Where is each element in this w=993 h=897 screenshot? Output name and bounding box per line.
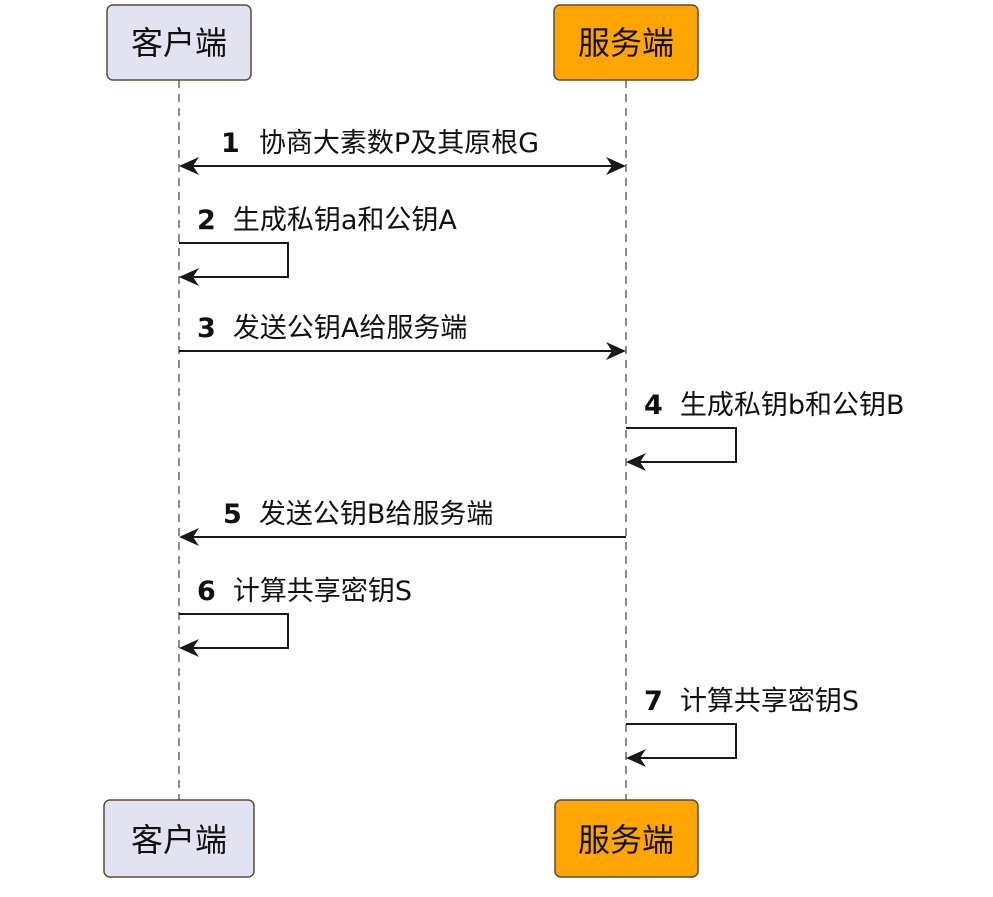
message-3: 3 发送公钥A给服务端 [179, 313, 626, 360]
participant-client-top: 客户端 [106, 4, 252, 81]
participant-label: 服务端 [578, 24, 674, 62]
message-label: 7 计算共享密钥S [644, 686, 859, 717]
participant-box [103, 799, 255, 878]
self-message-arrow [626, 723, 737, 767]
message-7: 7 计算共享密钥S [626, 686, 859, 767]
participant-label: 客户端 [131, 821, 227, 859]
message-text: 计算共享密钥S [233, 576, 412, 607]
participant-client-bottom: 客户端 [103, 799, 255, 878]
message-text: 协商大素数P及其原根G [259, 128, 539, 159]
message-number: 6 [197, 576, 216, 607]
message-label: 6 计算共享密钥S [197, 576, 412, 607]
participant-label: 客户端 [131, 24, 227, 62]
participant-label: 服务端 [578, 821, 674, 859]
message-label: 3 发送公钥A给服务端 [197, 313, 467, 344]
message-label: 4 生成私钥b和公钥B [644, 390, 905, 421]
message-6: 6 计算共享密钥S [179, 576, 412, 657]
message-text: 生成私钥a和公钥A [233, 205, 458, 236]
participant-server-bottom: 服务端 [554, 799, 699, 878]
message-label: 5 发送公钥B给服务端 [223, 499, 493, 530]
message-label: 1 协商大素数P及其原根G [221, 128, 539, 159]
message-5: 5 发送公钥B给服务端 [179, 499, 626, 546]
message-label: 2 生成私钥a和公钥A [197, 205, 457, 236]
message-2: 2 生成私钥a和公钥A [179, 205, 457, 286]
participant-box [553, 4, 699, 81]
message-4: 4 生成私钥b和公钥B [626, 390, 905, 471]
message-number: 1 [221, 128, 240, 159]
participant-box [106, 4, 252, 81]
message-text: 计算共享密钥S [680, 686, 859, 717]
message-1: 1 协商大素数P及其原根G [179, 128, 626, 175]
message-text: 生成私钥b和公钥B [680, 390, 905, 421]
message-number: 5 [223, 499, 242, 530]
message-number: 3 [197, 313, 216, 344]
participant-box [554, 799, 699, 878]
self-message-arrow [179, 242, 289, 286]
message-number: 4 [644, 390, 663, 421]
self-message-arrow [179, 613, 289, 657]
message-number: 2 [197, 205, 216, 236]
self-message-arrow [626, 427, 737, 471]
participant-server-top: 服务端 [553, 4, 699, 81]
message-text: 发送公钥B给服务端 [259, 499, 494, 530]
message-number: 7 [644, 686, 663, 717]
message-text: 发送公钥A给服务端 [233, 313, 467, 344]
